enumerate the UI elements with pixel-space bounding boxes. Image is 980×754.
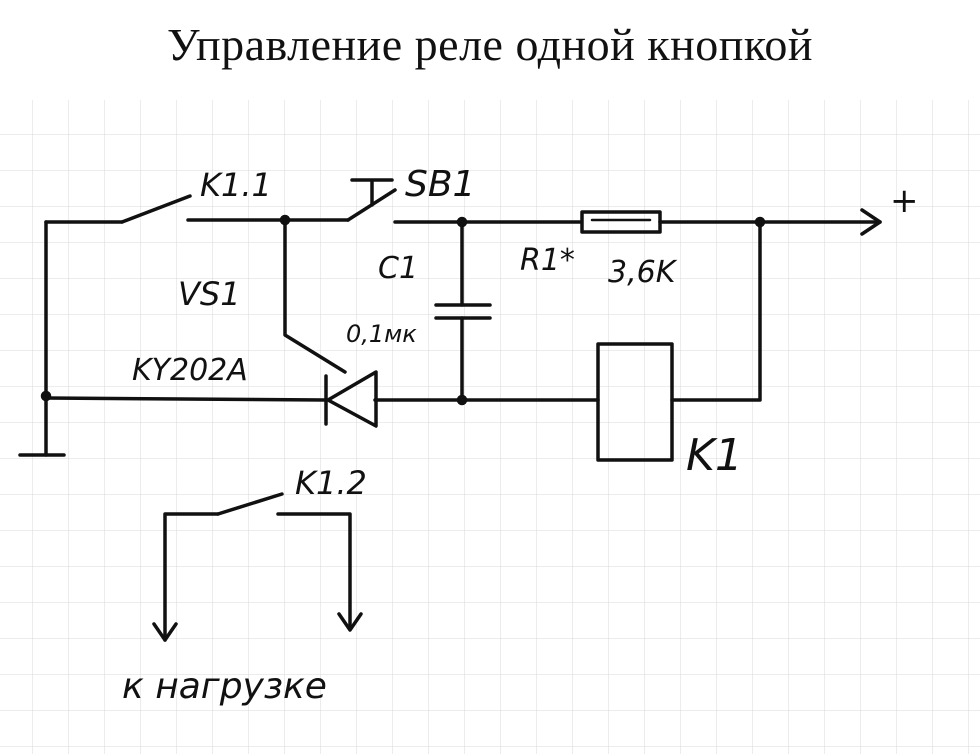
k12-right-wire bbox=[276, 512, 352, 630]
label-k1: K1 bbox=[686, 430, 743, 481]
label-sb1: SB1 bbox=[405, 164, 475, 205]
label-load: к нагрузке bbox=[122, 666, 327, 707]
load-arrow-left bbox=[152, 622, 178, 642]
label-k12: K1.2 bbox=[295, 464, 367, 502]
label-r1-value: 3,6K bbox=[608, 255, 678, 290]
label-c1-value: 0,1мк bbox=[346, 320, 417, 348]
bottom-wire-left bbox=[44, 396, 327, 402]
circuit-diagram: K1.1 SB1 + C1 0,1мк R1* 3,6K VS1 KY202A … bbox=[0, 100, 980, 754]
label-vs1: VS1 bbox=[178, 275, 241, 313]
label-r1: R1* bbox=[520, 243, 575, 278]
label-k11: K1.1 bbox=[200, 166, 272, 204]
k11-contact-lever bbox=[120, 194, 192, 224]
plus-arrow bbox=[860, 208, 882, 236]
page-title: Управление реле одной кнопкой bbox=[166, 19, 813, 70]
vs1-triangle bbox=[326, 370, 378, 428]
right-rail-wire bbox=[670, 220, 762, 402]
k1-relay-coil bbox=[596, 342, 674, 462]
k12-contact-lever bbox=[216, 492, 284, 516]
label-c1: C1 bbox=[378, 251, 418, 286]
grid-paper bbox=[0, 100, 980, 754]
load-arrow-right bbox=[337, 612, 363, 632]
k12-left-wire bbox=[163, 512, 220, 642]
label-vs1-type: KY202A bbox=[132, 353, 248, 388]
vs1-gate-wire bbox=[283, 218, 347, 374]
sb1-button-cap bbox=[350, 178, 394, 207]
schematic-area: K1.1 SB1 + C1 0,1мк R1* 3,6K VS1 KY202A … bbox=[0, 100, 980, 754]
label-plus: + bbox=[890, 181, 919, 221]
